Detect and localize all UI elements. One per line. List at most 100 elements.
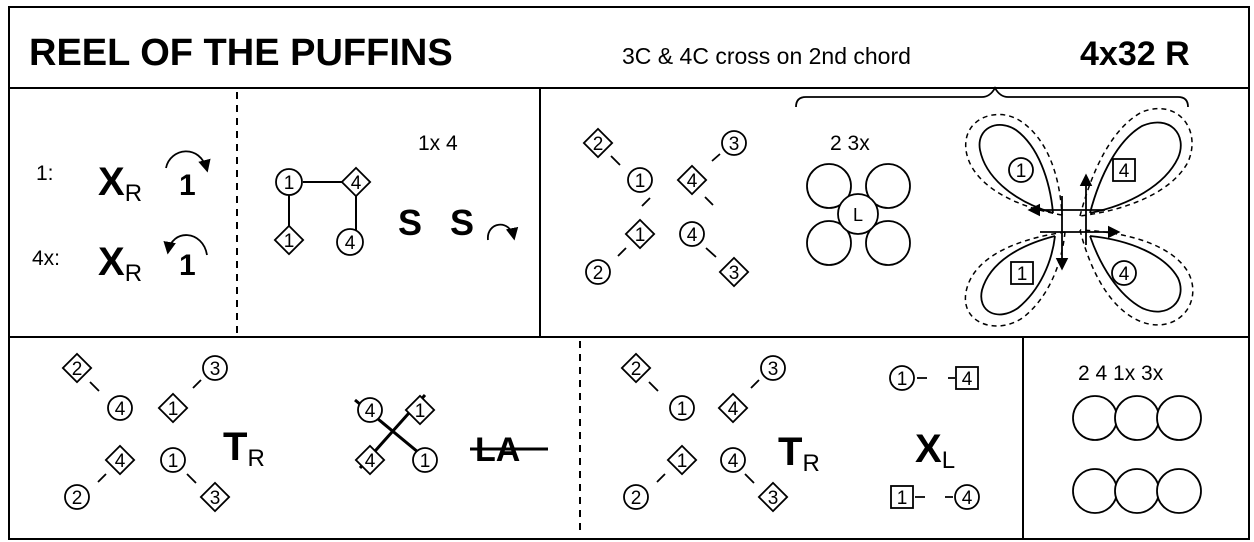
reel-cross-diagram: 2 3 1 4 1 4 2 3: [582, 127, 750, 288]
cross-c-d4: 4: [728, 399, 739, 420]
circle-label: 2 3x: [830, 132, 870, 155]
card-frame: [8, 6, 1250, 540]
final-top-2: [1114, 395, 1160, 441]
cross-c2: 2: [593, 263, 604, 284]
group-brace: [795, 86, 1189, 108]
loop-top-left-dashed: [965, 113, 1063, 216]
turn-cross-diagram-b: 2 3 1 4 1 4 2 3 TR 1 4 XL 1 4: [620, 352, 980, 513]
turn-right-move-b: TR: [778, 430, 820, 477]
loop-bottom-left: [980, 235, 1056, 316]
dancer-2-diamond: [582, 127, 614, 159]
loop-bottom-right: [1089, 235, 1182, 313]
line1-prefix: 1:: [36, 162, 54, 185]
loop-s4: 4: [1119, 161, 1130, 182]
pair-bottom-c4: 4: [962, 488, 973, 509]
turn-cross-diagram-a: 2 3 4 1 4 1 2 3 TR: [61, 352, 265, 513]
cross-c-d3: 3: [768, 488, 779, 509]
dancer-1-circle-b: [160, 447, 186, 473]
circle-dancer-tr: [865, 163, 911, 209]
dancer-1-circle-c: [669, 395, 695, 421]
allemande-c4: 4: [365, 401, 376, 422]
dancer-2-diamond-c: [620, 352, 652, 384]
pair-top-c1: 1: [897, 369, 908, 390]
pair-top-s4: 4: [962, 369, 973, 390]
setting-label: 1x 4: [418, 132, 458, 155]
dancer-3-diamond-a: [718, 256, 750, 288]
allemande-dancer-4-diamond: [354, 444, 386, 476]
pair-bottom-dancer-4: [954, 484, 980, 510]
cross-c-d2: 2: [631, 359, 642, 380]
dancer-3-circle: [721, 130, 747, 156]
turn-arrow-icon: [487, 223, 519, 241]
dancer-4-circle-c: [720, 447, 746, 473]
cross-c-c1: 1: [677, 399, 688, 420]
dancer-4-diamond-a: [676, 164, 708, 196]
dancer-3-diamond-c: [757, 481, 789, 513]
cross-c-c4: 4: [728, 451, 739, 472]
dancer-1-circle: [275, 168, 303, 196]
cross-right-move-1: XR: [98, 160, 142, 207]
setting-section: 1x 4 1 4 1 4 S S: [273, 132, 519, 256]
cross-c1: 1: [635, 171, 646, 192]
loops-diagram: 1 4 1 4: [795, 86, 1194, 327]
cross-b-d1: 1: [168, 399, 179, 420]
dancer-2-circle-c: [623, 484, 649, 510]
dancer-4-circle: [336, 228, 364, 256]
facing-ticks-c: [648, 379, 760, 484]
cross-d2: 2: [593, 134, 604, 155]
dancer-1-num: 1: [284, 173, 295, 194]
pair-top-dancer-1: [889, 365, 915, 391]
circle-dancer-tl: [806, 163, 852, 209]
loop-top-left: [978, 124, 1054, 214]
allemande-c1: 1: [420, 451, 431, 472]
loop-dancer-4-circle: [1111, 260, 1137, 286]
cross-b-d3: 3: [210, 488, 221, 509]
dancer-1-num-b: 1: [284, 231, 295, 252]
loop-s1: 1: [1017, 264, 1028, 285]
dancer-1-diamond: [273, 224, 305, 256]
cross-left-move: XL: [915, 427, 955, 474]
allemande-dancer-4-circle: [357, 397, 383, 423]
loop-top-right: [1089, 121, 1182, 214]
circle-dancer-bl: [806, 220, 852, 266]
dancer-3-circle-c: [760, 355, 786, 381]
circle-center: [837, 193, 879, 235]
cross-b-d2: 2: [72, 359, 83, 380]
final-bottom-1: [1072, 468, 1118, 514]
dance-subtitle: 3C & 4C cross on 2nd chord: [622, 43, 911, 69]
allemande-dancer-1-circle: [412, 447, 438, 473]
dancer-2-circle-a: [585, 259, 611, 285]
final-bottom-2: [1114, 468, 1160, 514]
cross-right-move-2: XR: [98, 240, 142, 287]
dancer-4-circle-a: [679, 221, 705, 247]
final-positions: 2 4 1x 3x: [1072, 362, 1202, 514]
dance-formation: 4x32 R: [1080, 35, 1190, 73]
line2-prefix: 4x:: [32, 247, 60, 270]
cross-d4: 4: [687, 171, 698, 192]
cross-c-d1: 1: [677, 451, 688, 472]
dance-title: REEL OF THE PUFFINS: [29, 32, 453, 74]
circle-dancer-br: [865, 220, 911, 266]
turn-right-move-a: TR: [223, 425, 265, 472]
final-label: 2 4 1x 3x: [1078, 362, 1164, 385]
dancer-1-diamond-a: [624, 218, 656, 250]
final-bottom-3: [1156, 468, 1202, 514]
dancer-2-circle-b: [64, 484, 90, 510]
loop-bottom-left-dashed: [964, 231, 1066, 327]
loop-dancer-1-square: [1010, 261, 1034, 285]
final-top-1: [1072, 395, 1118, 441]
dancer-4-circle-b: [107, 395, 133, 421]
header: REEL OF THE PUFFINS 3C & 4C cross on 2nd…: [29, 32, 1190, 74]
facing-ticks: [610, 153, 721, 258]
loop-top-right-dashed: [1079, 107, 1193, 217]
dancer-1-label-b: 1: [179, 249, 196, 282]
cross-c-c2: 2: [631, 488, 642, 509]
circle-center-label: L: [853, 205, 863, 225]
set-symbol-2: S: [450, 202, 474, 243]
cross-over-section: 1: XR 1 4x: XR 1: [32, 150, 211, 287]
cross-b-d4: 4: [115, 451, 126, 472]
cross-d1: 1: [635, 225, 646, 246]
dancer-3-diamond-b: [199, 481, 231, 513]
cross-c4: 4: [687, 225, 698, 246]
